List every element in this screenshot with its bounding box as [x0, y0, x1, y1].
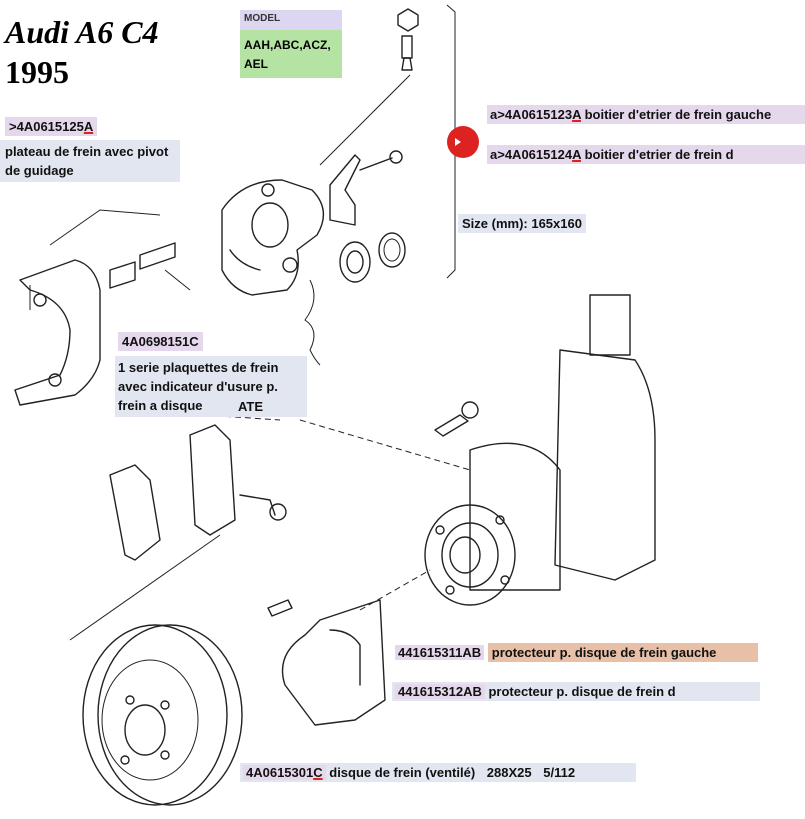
pads-brand: ATE — [238, 399, 264, 414]
highlight-marker-icon — [447, 126, 479, 158]
caliper-right-number: a>4A0615124A — [490, 147, 581, 162]
caliper-left-row[interactable]: a>4A0615123A boitier d'etrier de frein g… — [487, 105, 805, 124]
wear-sensor-wire — [304, 279, 321, 366]
brake-pads-drawing — [109, 424, 287, 561]
dust-shield-drawing — [267, 599, 386, 726]
shield-left-number: 441615311AB — [395, 645, 485, 660]
caliper-right-description: boitier d'etrier de frein d — [584, 147, 734, 162]
leader-shield — [359, 569, 431, 611]
model-box: MODEL AAH,ABC,ACZ, AEL — [240, 10, 342, 78]
leader-disc — [69, 534, 221, 641]
caliper-carrier-drawing — [14, 259, 101, 406]
caliper-left-description: boitier d'etrier de frein gauche — [584, 107, 772, 122]
pads-part-number[interactable]: 4A0698151C — [118, 332, 203, 351]
guide-pins-drawing — [109, 242, 176, 289]
leader-carrier — [49, 209, 161, 246]
piston-seal-drawing — [339, 232, 406, 283]
leader-pins — [164, 269, 191, 291]
vehicle-year: 1995 — [5, 54, 69, 90]
shield-right-row[interactable]: 441615312AB protecteur p. disque de frei… — [392, 682, 760, 701]
pads-description: 1 serie plaquettes de frein avec indicat… — [115, 356, 307, 417]
bolt-drawing — [434, 401, 479, 437]
caliper-housing-drawing — [221, 179, 325, 296]
shield-right-description: protecteur p. disque de frein d — [488, 684, 676, 699]
wheel-bearing-housing-drawing — [424, 294, 656, 606]
shield-left-description: protecteur p. disque de frein gauche — [487, 643, 758, 662]
caliper-left-number: a>4A0615123A — [490, 107, 581, 122]
sensor-bracket-drawing — [329, 150, 403, 226]
shield-left-row[interactable]: 441615311AB protecteur p. disque de frei… — [392, 643, 760, 662]
disc-size: 288X25 — [486, 765, 532, 780]
brake-disc-drawing — [82, 624, 243, 806]
disc-row[interactable]: 4A0615301C disque de frein (ventilé) 288… — [240, 763, 636, 782]
size-note: Size (mm): 165x160 — [458, 214, 586, 233]
disc-bolt-pattern: 5/112 — [543, 765, 576, 780]
model-codes: AAH,ABC,ACZ, AEL — [240, 30, 342, 78]
leader-bolt — [299, 419, 471, 471]
caliper-right-row[interactable]: a>4A0615124A boitier d'etrier de frein d — [487, 145, 805, 164]
plate-part-number[interactable]: >4A0615125A — [5, 117, 98, 136]
model-header: MODEL — [240, 10, 342, 30]
shield-right-number: 441615312AB — [395, 684, 485, 699]
plate-description: plateau de frein avec pivot de guidage — [0, 140, 180, 182]
vehicle-title: Audi A6 C4 — [5, 14, 159, 50]
bleeder-valve-drawing — [397, 8, 419, 71]
leader-bleeder — [319, 74, 411, 166]
disc-number: 4A0615301C — [243, 765, 326, 780]
disc-description: disque de frein (ventilé) — [329, 765, 476, 780]
